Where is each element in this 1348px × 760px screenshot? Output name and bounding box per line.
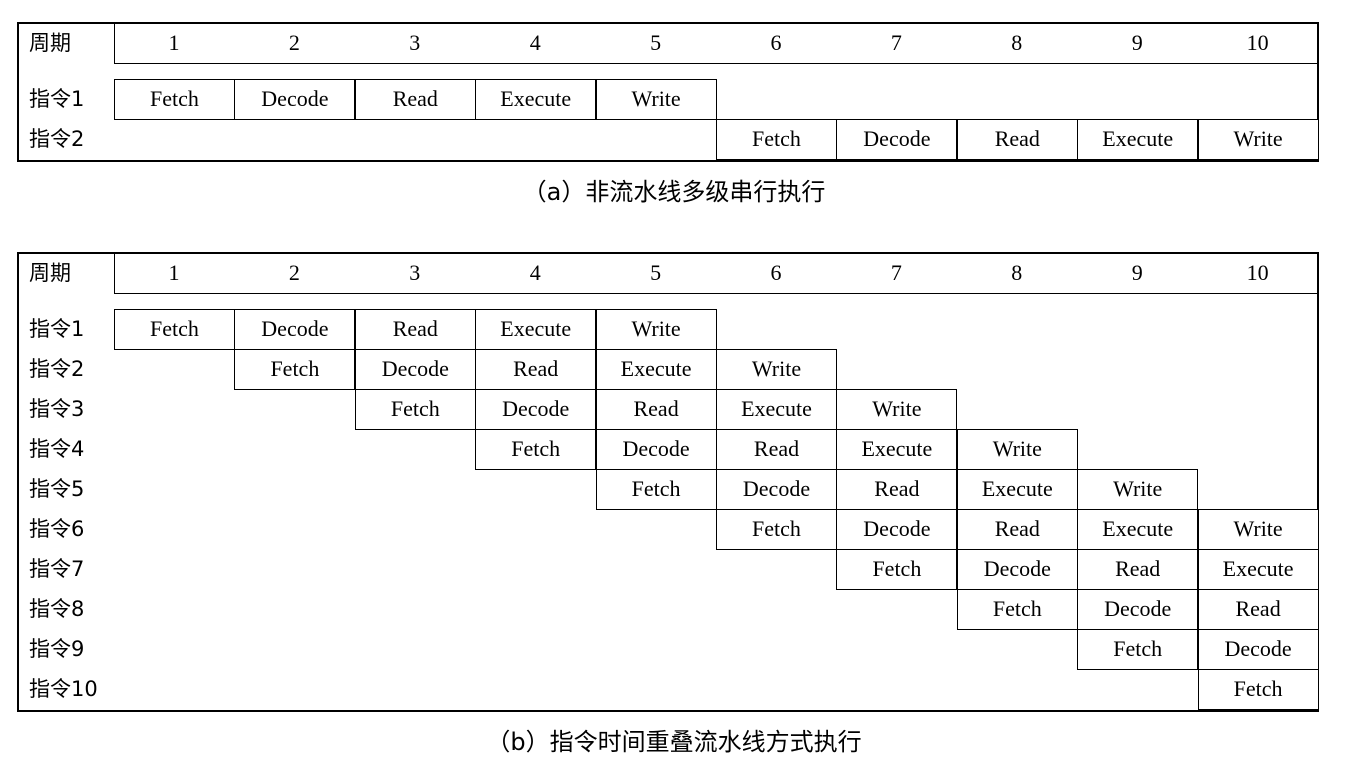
- b-stage-cell: Read: [956, 509, 1078, 550]
- b-cycle-number: 1: [168, 260, 180, 285]
- b-stage-cell: Write: [595, 309, 717, 350]
- a-instruction-label: 指令1: [29, 87, 85, 111]
- a-frame: [17, 22, 1319, 162]
- b-cycle-label: 周期: [29, 261, 71, 285]
- b-stage-cell: Write: [1197, 509, 1319, 550]
- b-stage-cell: Fetch: [956, 589, 1078, 630]
- b-instruction-label: 指令3: [29, 397, 85, 421]
- a-cycle-label: 周期: [29, 31, 71, 55]
- b-stage-cell: Execute: [836, 429, 958, 470]
- a-instruction-label: 指令2: [29, 127, 85, 151]
- b-instruction-label: 指令1: [29, 317, 85, 341]
- b-stage-cell: Execute: [475, 309, 597, 350]
- a-cycle-number: 1: [168, 30, 180, 55]
- b-stage-cell: Fetch: [716, 509, 837, 550]
- b-cycle-number: 3: [409, 260, 421, 285]
- b-stage-cell: Fetch: [836, 549, 958, 590]
- b-stage-cell: Execute: [1077, 509, 1199, 550]
- b-stage-cell: Read: [1077, 549, 1199, 590]
- b-cycle-number: 4: [529, 260, 541, 285]
- a-stage-cell: Fetch: [114, 79, 235, 120]
- b-stage-cell: Fetch: [1197, 669, 1319, 710]
- b-stage-cell: Fetch: [114, 309, 235, 350]
- a-stage-cell: Execute: [475, 79, 597, 120]
- a-cycle-number: 9: [1131, 30, 1143, 55]
- a-stage-cell: Execute: [1077, 119, 1199, 160]
- b-stage-cell: Read: [836, 469, 958, 510]
- b-stage-cell: Read: [595, 389, 717, 430]
- b-cycle-number: 8: [1011, 260, 1023, 285]
- b-stage-cell: Decode: [716, 469, 837, 510]
- b-stage-cell: Write: [1077, 469, 1199, 510]
- b-instruction-label: 指令8: [29, 597, 85, 621]
- b-instruction-label: 指令7: [29, 557, 85, 581]
- b-stage-cell: Write: [836, 389, 958, 430]
- b-stage-cell: Decode: [956, 549, 1078, 590]
- a-cycle-number: 10: [1246, 30, 1269, 55]
- a-cycle-number: 4: [529, 30, 541, 55]
- b-stage-cell: Decode: [234, 309, 356, 350]
- b-cycle-number: 7: [890, 260, 902, 285]
- b-instruction-label: 指令5: [29, 477, 85, 501]
- b-cycle-number: 10: [1246, 260, 1269, 285]
- b-instruction-label: 指令10: [29, 677, 98, 701]
- b-stage-cell: Fetch: [1077, 629, 1199, 670]
- a-cycle-number: 2: [288, 30, 300, 55]
- b-stage-cell: Execute: [1197, 549, 1319, 590]
- a-stage-cell: Write: [595, 79, 717, 120]
- b-instruction-label: 指令6: [29, 517, 85, 541]
- a-stage-cell: Decode: [234, 79, 356, 120]
- b-stage-cell: Execute: [595, 349, 717, 390]
- b-cycle-number: 5: [650, 260, 662, 285]
- b-caption: （b）指令时间重叠流水线方式执行: [486, 728, 862, 756]
- b-stage-cell: Fetch: [475, 429, 597, 470]
- a-cycle-number: 7: [890, 30, 902, 55]
- b-instruction-label: 指令4: [29, 437, 85, 461]
- b-stage-cell: Read: [1197, 589, 1319, 630]
- b-stage-cell: Execute: [716, 389, 837, 430]
- a-stage-cell: Decode: [836, 119, 958, 160]
- b-instruction-label: 指令9: [29, 637, 85, 661]
- b-stage-cell: Decode: [1197, 629, 1319, 670]
- b-stage-cell: Decode: [595, 429, 717, 470]
- b-stage-cell: Execute: [956, 469, 1078, 510]
- a-stage-cell: Fetch: [716, 119, 837, 160]
- b-cycle-header: [114, 254, 1318, 294]
- b-stage-cell: Write: [716, 349, 837, 390]
- b-stage-cell: Read: [716, 429, 837, 470]
- a-cycle-number: 8: [1011, 30, 1023, 55]
- b-stage-cell: Fetch: [595, 469, 717, 510]
- a-stage-cell: Write: [1197, 119, 1319, 160]
- a-caption: （a）非流水线多级串行执行: [522, 178, 826, 206]
- b-stage-cell: Decode: [354, 349, 476, 390]
- b-stage-cell: Decode: [1077, 589, 1199, 630]
- b-stage-cell: Fetch: [354, 389, 476, 430]
- a-stage-cell: Read: [956, 119, 1078, 160]
- b-stage-cell: Read: [354, 309, 476, 350]
- b-instruction-label: 指令2: [29, 357, 85, 381]
- a-cycle-number: 3: [409, 30, 421, 55]
- b-stage-cell: Write: [956, 429, 1078, 470]
- b-stage-cell: Decode: [836, 509, 958, 550]
- b-frame: [17, 252, 1319, 712]
- b-stage-cell: Read: [475, 349, 597, 390]
- a-cycle-header: [114, 24, 1318, 64]
- b-cycle-number: 6: [770, 260, 782, 285]
- a-cycle-number: 5: [650, 30, 662, 55]
- b-stage-cell: Decode: [475, 389, 597, 430]
- b-cycle-number: 2: [288, 260, 300, 285]
- b-stage-cell: Fetch: [234, 349, 356, 390]
- b-cycle-number: 9: [1131, 260, 1143, 285]
- a-stage-cell: Read: [354, 79, 476, 120]
- a-cycle-number: 6: [770, 30, 782, 55]
